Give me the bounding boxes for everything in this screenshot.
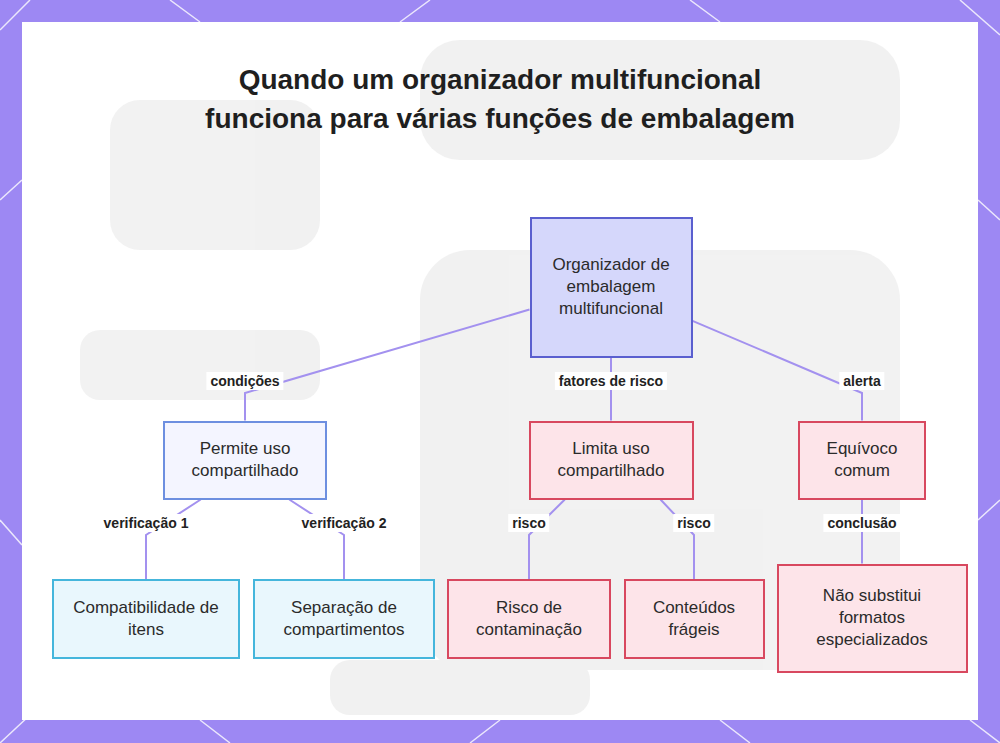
edge-label: verificação 2 [298,514,391,532]
risk-item-box: Risco de contaminação [447,579,611,659]
risk-box: Limita uso compartilhado [529,421,694,500]
edge-label: verificação 1 [100,514,193,532]
conclusion-box: Não substitui formatos especializados [777,564,968,673]
condition-box: Permite uso compartilhado [163,421,327,500]
check-box: Separação de compartimentos [253,579,435,659]
node-label: Risco de contaminação [459,597,599,641]
node-label: Não substitui formatos especializados [790,585,955,651]
check-box: Compatibilidade de itens [52,579,240,659]
edge-label: risco [673,514,714,532]
node-label: Equívoco comum [810,438,914,482]
connector [289,500,344,580]
panel [22,22,978,720]
connector [245,310,530,421]
edge-label: conclusão [823,514,900,532]
edge-label: condições [206,372,283,390]
connector [146,500,201,580]
node-label: Organizador de embalagem multifuncional [550,254,672,320]
connector [693,321,863,421]
diagram-title: Quando um organizador multifuncional fun… [180,60,820,138]
node-label: Separação de compartimentos [265,597,423,641]
alert-box: Equívoco comum [798,421,926,500]
edge-label: alerta [839,372,884,390]
node-label: Limita uso compartilhado [541,438,682,482]
node-label: Compatibilidade de itens [64,597,228,641]
edge-label: risco [508,514,549,532]
risk-item-box: Conteúdos frágeis [624,579,765,659]
edge-label: fatores de risco [555,372,667,390]
node-label: Permite uso compartilhado [175,438,315,482]
connector [661,500,695,580]
node-label: Conteúdos frágeis [636,597,753,641]
connector [529,500,565,580]
root-box: Organizador de embalagem multifuncional [530,217,693,358]
